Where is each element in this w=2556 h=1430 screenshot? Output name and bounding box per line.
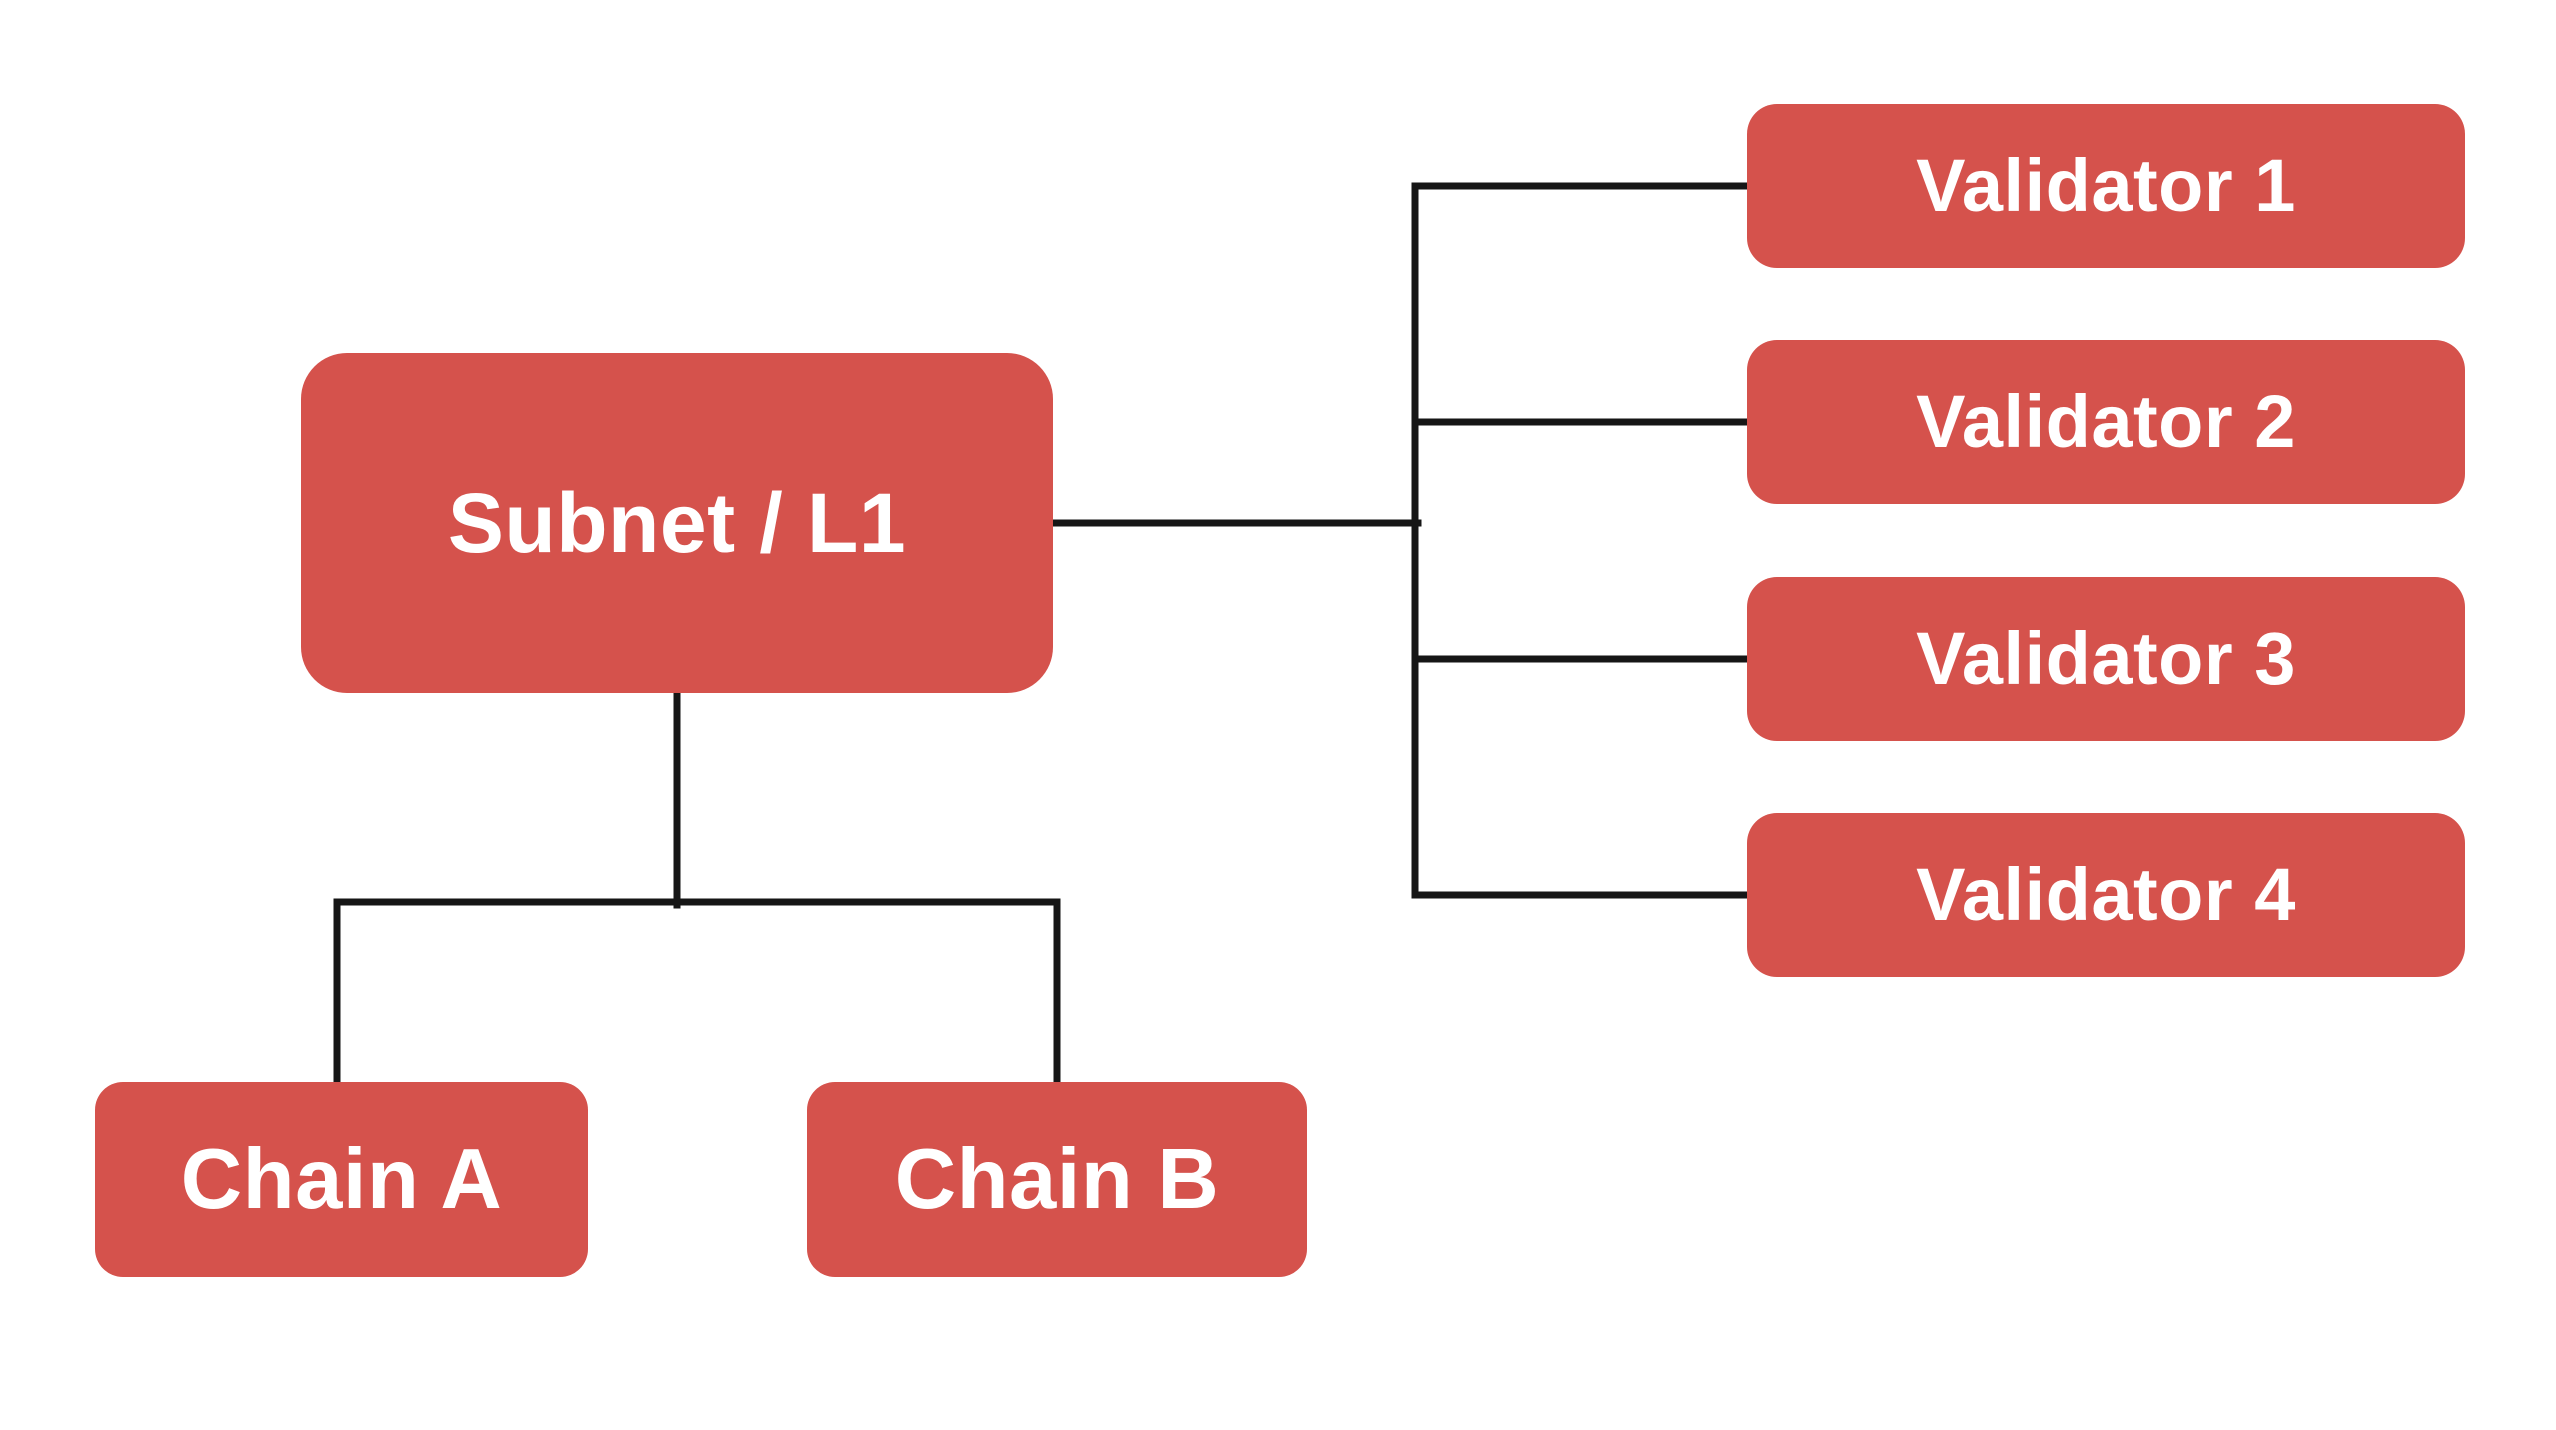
node-validator-1-label: Validator 1 — [1916, 144, 2296, 227]
node-chain-b: Chain B — [807, 1082, 1307, 1277]
node-subnet-l1: Subnet / L1 — [301, 353, 1053, 693]
edge-validator-trunk — [1411, 182, 1751, 899]
node-validator-1: Validator 1 — [1747, 104, 2465, 268]
node-chain-b-label: Chain B — [894, 1132, 1220, 1227]
node-chain-a: Chain A — [95, 1082, 588, 1277]
edge-chains-branch — [333, 898, 1061, 1086]
node-validator-4: Validator 4 — [1747, 813, 2465, 977]
node-validator-2-label: Validator 2 — [1916, 380, 2296, 463]
node-validator-3: Validator 3 — [1747, 577, 2465, 741]
node-subnet-l1-label: Subnet / L1 — [447, 476, 907, 570]
node-validator-2: Validator 2 — [1747, 340, 2465, 504]
node-validator-3-label: Validator 3 — [1916, 617, 2296, 700]
node-validator-4-label: Validator 4 — [1916, 853, 2296, 936]
node-chain-a-label: Chain A — [180, 1132, 503, 1227]
